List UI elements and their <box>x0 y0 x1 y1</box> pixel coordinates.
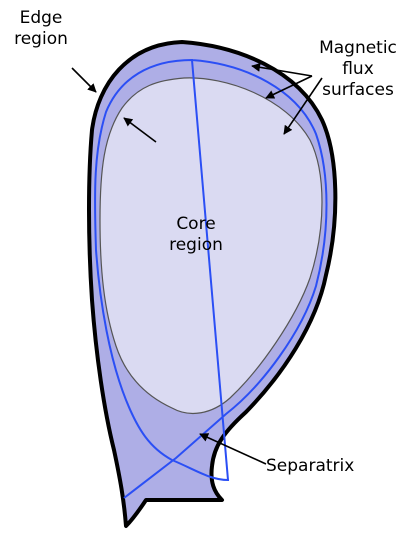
core-region-label: Core region <box>148 214 244 256</box>
separatrix-arrow <box>199 433 267 465</box>
edge-region-arrow <box>71 67 97 93</box>
edge-region-label: Edge region <box>6 8 76 50</box>
separatrix-line <box>94 58 328 499</box>
core-region-label-line-2: region <box>169 235 223 255</box>
separatrix-label: Separatrix <box>266 456 355 476</box>
magnetic-flux-surfaces-label: Magnetic flux surfaces <box>306 38 410 101</box>
core-region-shape <box>99 77 323 415</box>
flux-label-line-3: surfaces <box>322 80 394 100</box>
core-boundary-arrow <box>123 117 157 143</box>
core-region-label-line-1: Core <box>176 214 216 234</box>
edge-region-label-line-2: region <box>14 29 68 49</box>
edge-region-label-line-1: Edge <box>19 8 63 28</box>
flux-label-line-2: flux <box>342 59 374 79</box>
flux-surface-arrow-inner <box>283 77 323 135</box>
flux-label-line-1: Magnetic <box>319 38 397 58</box>
flux-surface-arrow-outer <box>251 62 313 77</box>
flux-surface-arrow-middle <box>265 75 313 99</box>
